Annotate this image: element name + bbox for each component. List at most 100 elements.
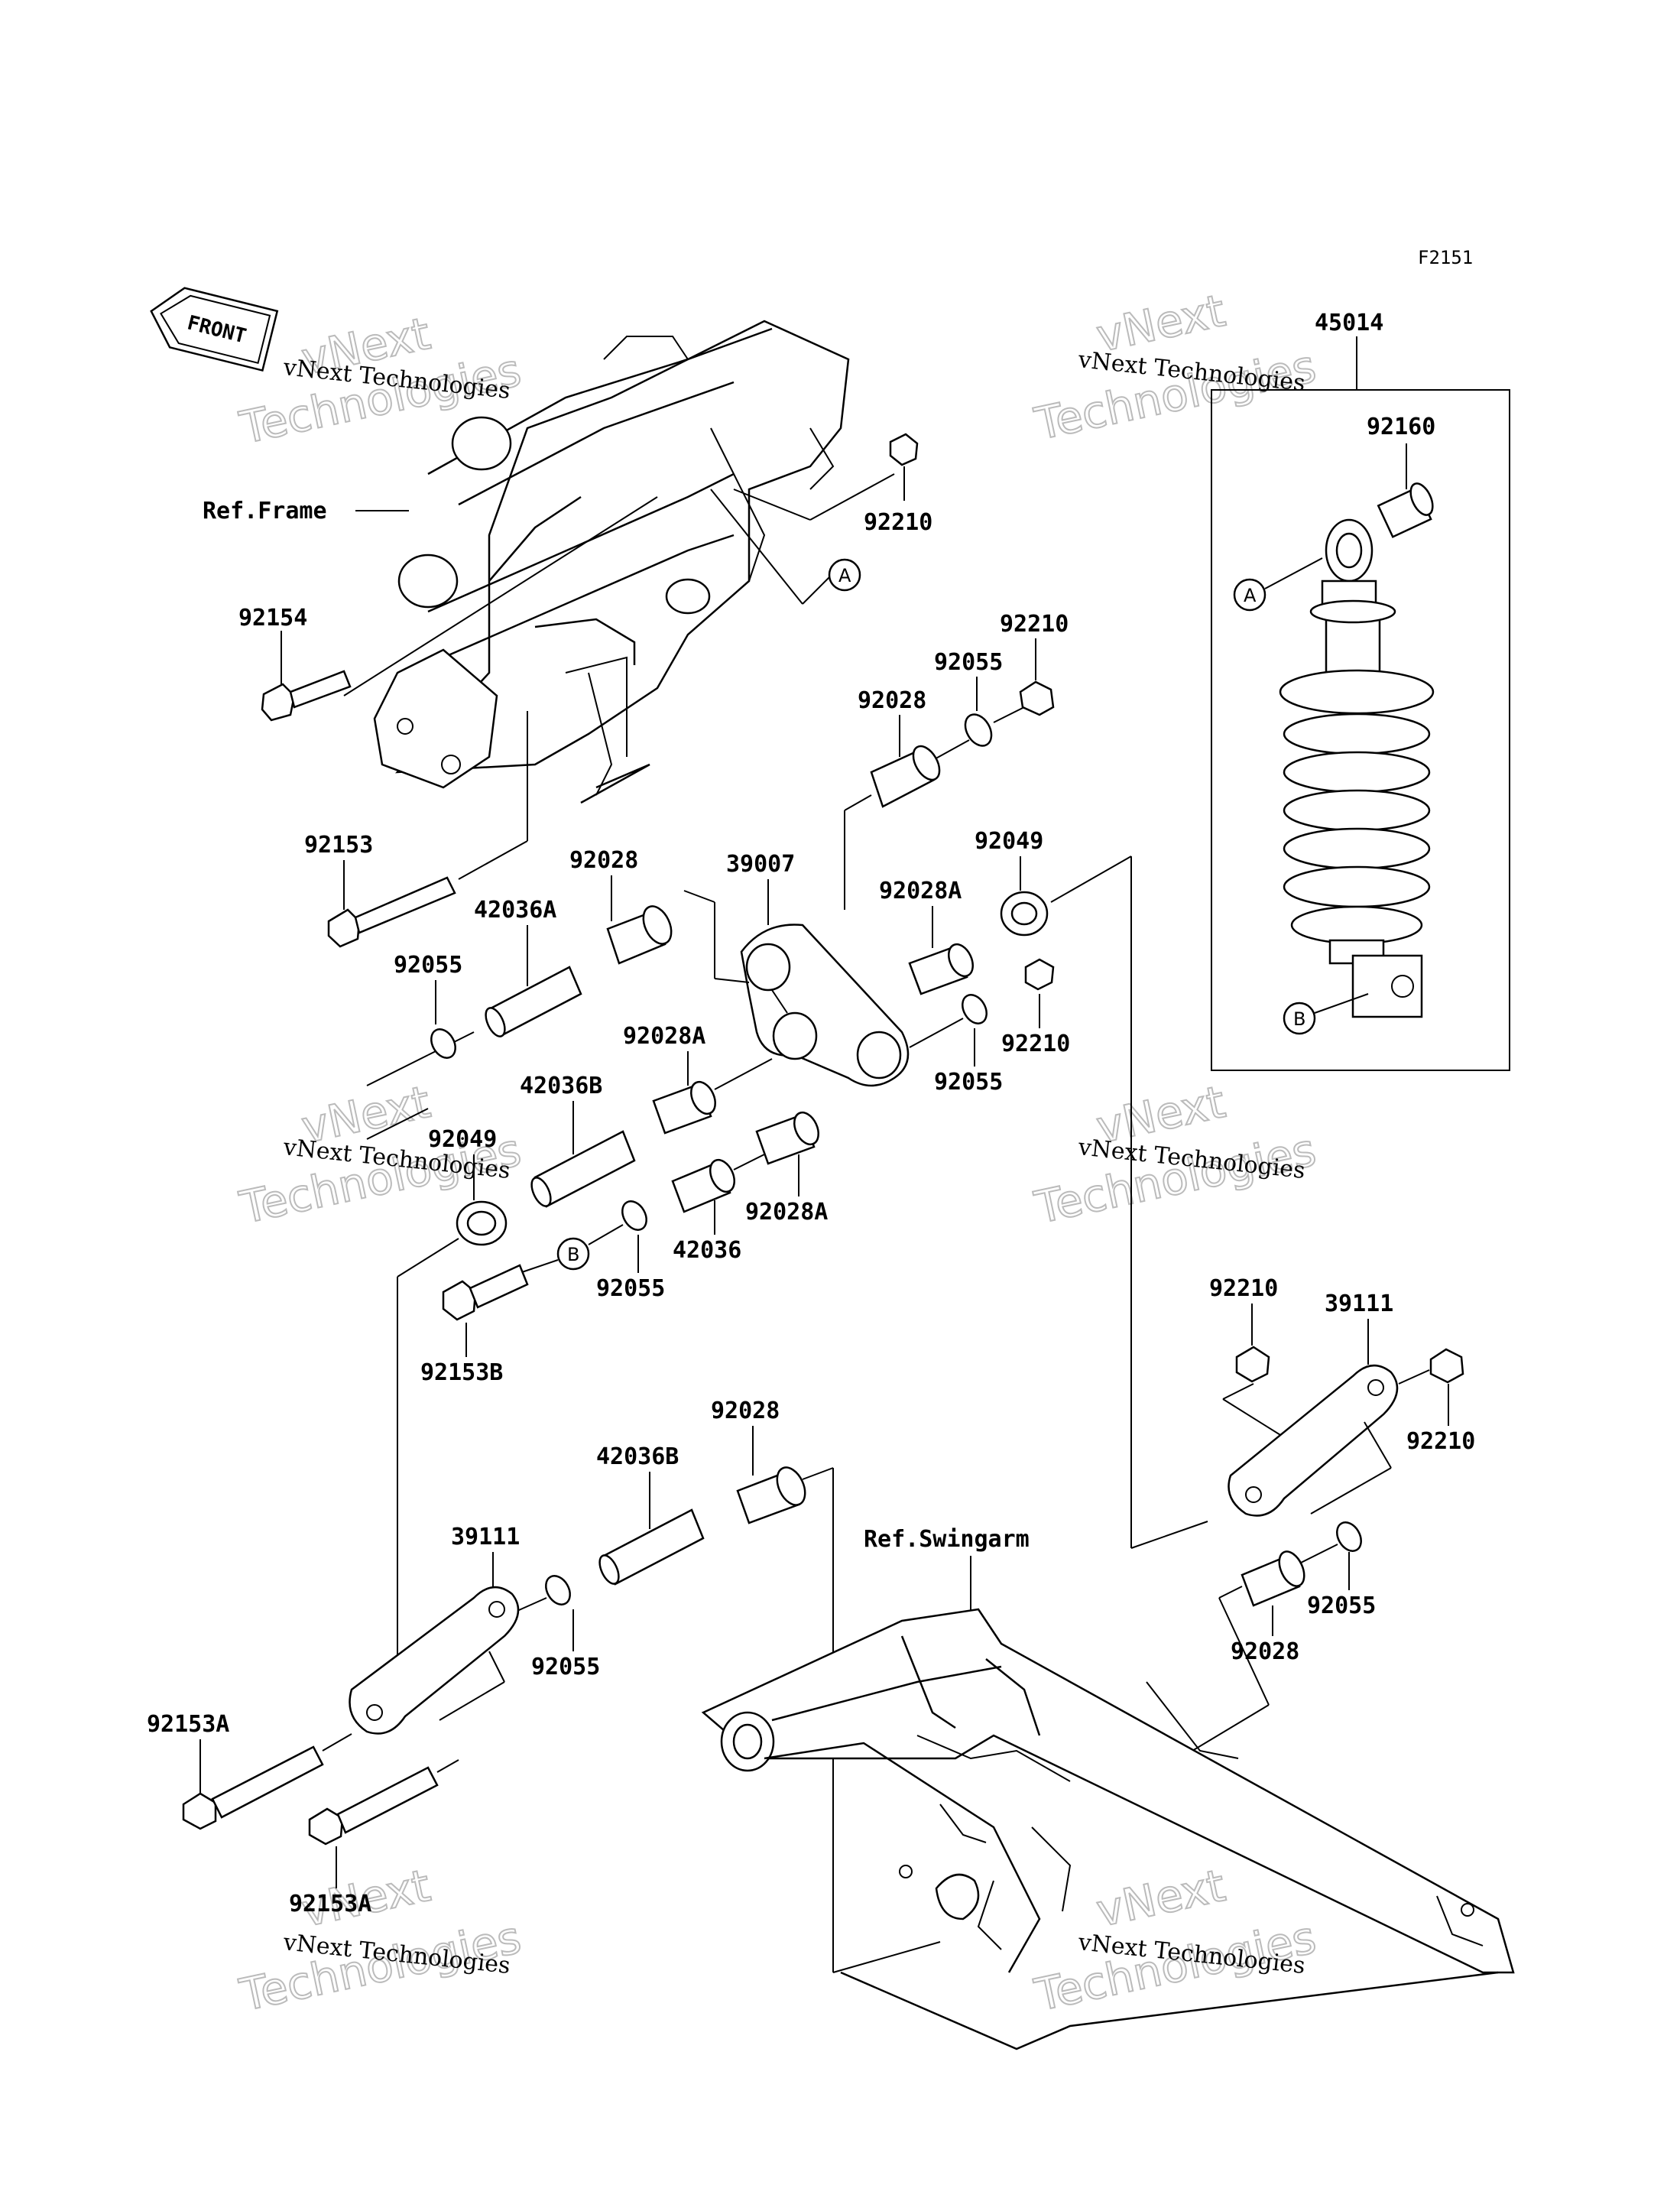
part-92028-collar-upper	[870, 745, 941, 808]
39007-axis-left-h	[683, 890, 715, 903]
92154-bolt-axis	[343, 496, 658, 696]
part-92210-nut-upper	[1019, 680, 1055, 716]
shock-box	[1211, 389, 1510, 1071]
92055-lower-mid-axis	[588, 1224, 624, 1245]
part-labels: 45014 92160 92210 92154 92210 92055 9202…	[147, 310, 1475, 1917]
ref-frame-label: Ref.Frame	[203, 498, 327, 524]
92055-right-lower-axis	[1299, 1544, 1338, 1564]
part-92210-nut-right-mid	[1024, 958, 1055, 991]
callout-a-frame-label: A	[838, 565, 851, 586]
label-92210-right-mid: 92210	[1001, 1031, 1070, 1057]
part-92055-washer-lower-left	[545, 1575, 571, 1605]
part-92028-collar-right-lower	[1241, 1550, 1305, 1607]
leader-92210-top	[733, 489, 811, 521]
label-92028-lower: 92028	[711, 1398, 780, 1424]
39111-left-axis-2	[439, 1681, 505, 1721]
label-92055-upper: 92055	[934, 649, 1003, 676]
callout-a-shock-label: A	[1244, 585, 1257, 606]
label-92154: 92154	[238, 605, 307, 631]
shock-callout-a-leader	[1264, 557, 1323, 589]
label-39111-right: 39111	[1325, 1291, 1393, 1317]
92049-left-axis	[397, 1238, 459, 1278]
label-92055-right-mid: 92055	[934, 1069, 1003, 1096]
part-92154-bolt	[261, 670, 352, 722]
part-39111-tie-rod-left	[349, 1586, 520, 1735]
part-92210-nut-top	[889, 433, 919, 466]
label-39111-left: 39111	[451, 1524, 520, 1550]
callout-a-shock: A	[1233, 578, 1266, 612]
swingarm-center-axis-foot	[832, 1941, 941, 1973]
92210-right-upper-axis	[1222, 1383, 1254, 1400]
42036-axis	[733, 1154, 765, 1170]
42036A-axis-3	[366, 1108, 429, 1140]
shock-absorber-group: A B	[1211, 336, 1510, 1071]
92028-lower-axis	[802, 1467, 834, 1480]
label-92055-lower-left: 92055	[531, 1654, 600, 1680]
39111-left-axis	[488, 1651, 505, 1683]
92028-right-lower-axis-2	[1218, 1597, 1270, 1706]
leader-callout-a-frame-2	[802, 576, 830, 605]
39111-right-axis-2	[1310, 1467, 1392, 1515]
leader-callout-a-frame	[710, 489, 803, 605]
part-92055-washer-upper	[964, 713, 993, 747]
92028A-middle-axis	[714, 1058, 773, 1090]
frame-illustration	[373, 320, 850, 804]
watermark-5: vNext Technologies vNext Technologies	[235, 1859, 527, 2022]
part-39111-tie-rod-right	[1228, 1365, 1399, 1517]
watermark-2: vNext Technologies vNext Technologies	[1030, 284, 1322, 451]
callout-a-frame: A	[828, 558, 861, 592]
label-92049-left: 92049	[428, 1126, 497, 1153]
callout-b-middle-leader	[519, 1259, 559, 1274]
92210-far-right-axis	[1398, 1369, 1430, 1385]
label-92153A-lower: 92153A	[289, 1891, 371, 1917]
part-92028-collar-lower	[736, 1466, 806, 1524]
part-92049-washer-left	[456, 1200, 508, 1246]
label-42036B-upper: 42036B	[520, 1073, 602, 1099]
part-92028A-collar-right	[908, 943, 974, 995]
callout-b-shock: B	[1283, 1002, 1316, 1035]
ref-swingarm-label: Ref.Swingarm	[864, 1526, 1030, 1553]
92153A-upper-axis	[322, 1733, 352, 1752]
swingarm-illustration	[701, 1556, 1515, 2050]
part-92153-bolt	[327, 876, 456, 948]
right-long-axis-foot	[1130, 1521, 1208, 1549]
92028-right-lower-axis-3	[1192, 1704, 1270, 1752]
part-39007-rocker-arm	[740, 924, 910, 1087]
92028-right-lower-axis	[1218, 1586, 1243, 1599]
label-92210-right-upper: 92210	[1209, 1275, 1278, 1302]
label-45014: 45014	[1315, 310, 1383, 336]
92055-right-mid-axis	[909, 1018, 964, 1048]
label-92028-middle: 92028	[569, 847, 638, 874]
label-92210-upper: 92210	[1000, 611, 1069, 638]
part-42036B-sleeve-upper	[530, 1130, 636, 1208]
part-42036B-sleeve-lower	[598, 1508, 705, 1586]
39007-axis-left-h2	[714, 978, 750, 983]
label-92028-right-lower: 92028	[1231, 1638, 1299, 1665]
watermark-6: vNext Technologies vNext Technologies	[1030, 1859, 1322, 2022]
label-92028-upper: 92028	[858, 687, 926, 714]
92153A-lower-axis	[436, 1759, 459, 1773]
coil-spring	[1279, 669, 1435, 945]
callout-b-middle: B	[556, 1237, 590, 1271]
92153-axis-top	[458, 840, 528, 880]
label-92028A-lower: 92028A	[745, 1199, 828, 1226]
front-arrow-icon: FRONT	[150, 287, 279, 372]
watermark-4: vNext Technologies vNext Technologies	[1030, 1075, 1322, 1235]
callout-b-shock-label: B	[1293, 1008, 1305, 1030]
callout-b-middle-label: B	[567, 1244, 579, 1265]
92049-right-axis	[1050, 855, 1132, 903]
label-92153A-upper: 92153A	[147, 1711, 229, 1738]
part-92049-washer-right	[1000, 891, 1049, 937]
diagram-code: F2151	[1418, 247, 1473, 268]
label-92049-right: 92049	[975, 828, 1043, 855]
label-92153: 92153	[304, 832, 373, 859]
label-92210-top: 92210	[864, 509, 932, 536]
part-42036-collar	[671, 1158, 735, 1213]
part-92055-washer-left	[430, 1028, 456, 1059]
92210-upper-axis	[993, 706, 1025, 723]
label-42036B-lower: 42036B	[596, 1443, 679, 1470]
part-92153B-bolt	[442, 1264, 529, 1321]
label-42036A: 42036A	[474, 897, 556, 924]
leader-92210-top-2	[809, 473, 895, 521]
